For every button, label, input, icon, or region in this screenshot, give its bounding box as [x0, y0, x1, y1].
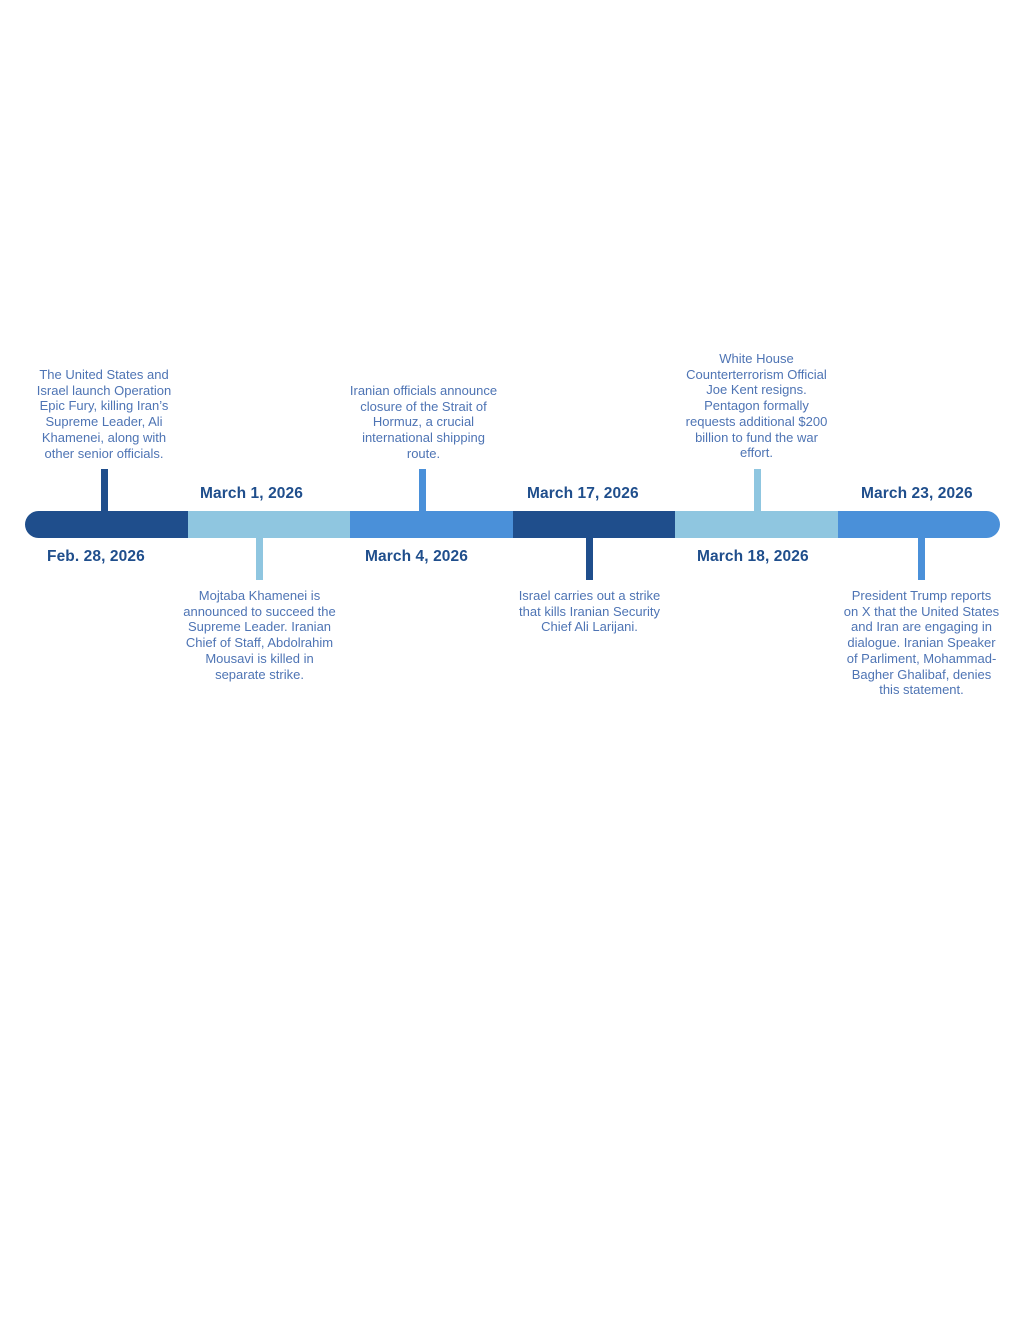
connector-stem-feb-28	[101, 469, 108, 513]
connector-stem-march-18	[754, 469, 761, 513]
date-label-feb-28: Feb. 28, 2026	[47, 548, 145, 565]
timeline-segment-3	[350, 511, 513, 538]
timeline-bar	[25, 511, 1000, 538]
date-label-march-1: March 1, 2026	[200, 485, 303, 502]
timeline-segment-5	[675, 511, 838, 538]
caption-march-4: Iranian officials announce closure of th…	[349, 383, 498, 461]
caption-march-18: White House Counterterrorism Official Jo…	[685, 351, 828, 461]
timeline-segment-2	[187, 511, 350, 538]
caption-march-17: Israel carries out a strike that kills I…	[518, 588, 661, 635]
date-label-march-18: March 18, 2026	[697, 548, 809, 565]
date-label-march-23: March 23, 2026	[861, 485, 973, 502]
caption-feb-28: The United States and Israel launch Oper…	[36, 367, 172, 461]
date-label-march-4: March 4, 2026	[365, 548, 468, 565]
timeline-segment-6	[837, 511, 1000, 538]
caption-march-1: Mojtaba Khamenei is announced to succeed…	[183, 588, 336, 682]
caption-march-23: President Trump reports on X that the Un…	[843, 588, 1000, 698]
connector-stem-march-1	[256, 536, 263, 580]
connector-stem-march-17	[586, 536, 593, 580]
timeline-segment-4	[512, 511, 675, 538]
connector-stem-march-4	[419, 469, 426, 513]
timeline-segment-1	[25, 511, 188, 538]
connector-stem-march-23	[918, 536, 925, 580]
date-label-march-17: March 17, 2026	[527, 485, 639, 502]
